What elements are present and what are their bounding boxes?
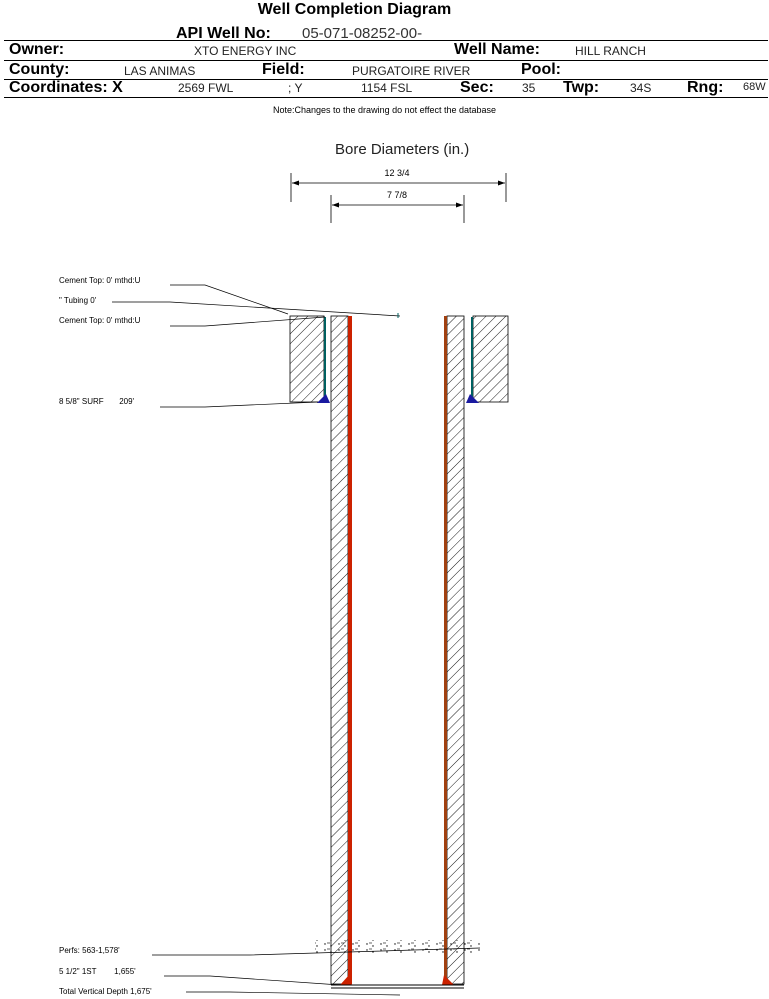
production-casing-shoe-left (340, 975, 352, 985)
surface-casing-shoe-right (466, 394, 479, 403)
coordinates-label: Coordinates: X (9, 79, 123, 96)
well-name-value: HILL RANCH (575, 44, 646, 58)
pool-label: Pool: (521, 61, 561, 78)
surface-cement-right (472, 315, 509, 403)
county-value: LAS ANIMAS (124, 64, 196, 78)
y-label: ; Y (288, 81, 303, 95)
bore-diameters-title: Bore Diameters (in.) (335, 141, 470, 158)
owner-label: Owner: (9, 41, 65, 58)
sec-value: 35 (522, 81, 536, 95)
perforation-zone (315, 940, 481, 954)
header-row-owner: Owner: XTO ENERGY INC Well Name: HILL RA… (4, 40, 768, 60)
bore-outer-label: 12 3/4 (384, 168, 409, 178)
well-name-label: Well Name: (454, 41, 540, 58)
surface-cement-left (289, 315, 325, 403)
production-casing-annotation: 5 1/2" 1ST 1,655' (59, 967, 136, 976)
field-label: Field: (262, 61, 305, 78)
production-casing-shoe-right (442, 975, 454, 985)
county-label: County: (9, 61, 70, 78)
rng-label: Rng: (687, 79, 724, 96)
twp-value: 34S (630, 81, 652, 95)
rng-value: 68W (743, 81, 766, 93)
surface-casing-shoe-left (317, 394, 330, 403)
perforations-annotation: Perfs: 563-1,578' (59, 946, 120, 955)
field-value: PURGATOIRE RIVER (352, 64, 471, 78)
annotation-leaders (112, 284, 481, 996)
bore-inner-label: 7 7/8 (387, 190, 407, 200)
cement-top-annotation-1: Cement Top: 0' mthd:U (59, 276, 141, 285)
diagram-title: Well Completion Diagram (257, 1, 452, 18)
header-row-county: County: LAS ANIMAS Field: PURGATOIRE RIV… (4, 60, 768, 80)
cement-top-annotation-2: Cement Top: 0' mthd:U (59, 316, 141, 325)
production-cement-left (330, 315, 349, 985)
production-casing-right (444, 316, 447, 984)
production-cement-right (446, 315, 465, 985)
y-value: 1154 FSL (361, 81, 413, 95)
api-well-value: 05-071-08252-00- (302, 25, 423, 42)
header-row-coordinates: Coordinates: X 2569 FWL ; Y 1154 FSL Sec… (4, 79, 768, 98)
x-value: 2569 FWL (178, 81, 234, 95)
api-well-label: API Well No: (176, 25, 271, 42)
total-depth-annotation: Total Vertical Depth 1,675' (59, 987, 152, 996)
twp-label: Twp: (563, 79, 600, 96)
sec-label: Sec: (460, 79, 494, 96)
bore-dimension-outer (290, 173, 507, 202)
production-casing-left (348, 316, 352, 984)
database-note: Note:Changes to the drawing do not effec… (273, 105, 496, 115)
tubing-annotation: " Tubing 0' (59, 296, 97, 305)
bore-dimension-inner (330, 195, 465, 223)
owner-value: XTO ENERGY INC (194, 44, 297, 58)
surface-casing-annotation: 8 5/8" SURF 209' (59, 397, 135, 406)
